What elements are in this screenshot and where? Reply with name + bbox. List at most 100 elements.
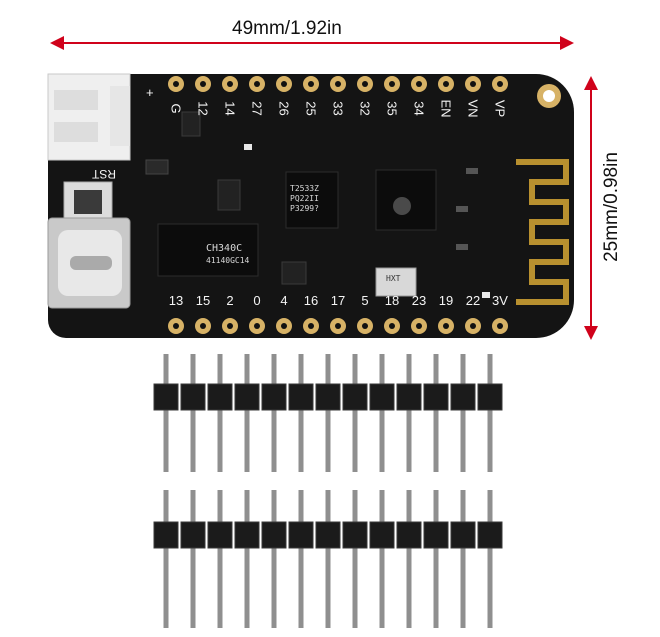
header-block bbox=[315, 521, 341, 549]
top-pin-pad bbox=[384, 76, 400, 92]
top-pin-label: G bbox=[168, 103, 184, 114]
header-pin bbox=[325, 354, 331, 472]
header-block bbox=[423, 521, 449, 549]
header-pin bbox=[271, 354, 277, 472]
pad-hole bbox=[389, 81, 395, 87]
pad-hole bbox=[416, 323, 422, 329]
header-pin bbox=[325, 490, 331, 628]
pad-hole bbox=[281, 81, 287, 87]
bottom-pin-pad bbox=[168, 318, 184, 334]
header-block bbox=[396, 383, 422, 411]
bottom-pin-label: 5 bbox=[361, 293, 369, 308]
regulator-line-1: T2533Z bbox=[290, 184, 319, 193]
height-dimension-arrow bbox=[584, 76, 598, 340]
bottom-pin-label: 0 bbox=[253, 293, 261, 308]
pad-hole bbox=[200, 81, 206, 87]
header-pin bbox=[163, 490, 169, 628]
pad-hole bbox=[470, 323, 476, 329]
ch340-chip-label: CH340C bbox=[206, 243, 243, 254]
top-pin-pad bbox=[168, 76, 184, 92]
bottom-pin-pad bbox=[330, 318, 346, 334]
header-block bbox=[369, 383, 395, 411]
pad-hole bbox=[254, 81, 260, 87]
header-pin bbox=[433, 490, 439, 628]
top-pin-pad bbox=[438, 76, 454, 92]
pad-hole bbox=[254, 323, 260, 329]
header-block bbox=[288, 383, 314, 411]
rst-label: RST bbox=[92, 167, 116, 181]
top-pin-pad bbox=[303, 76, 319, 92]
header-block bbox=[261, 383, 287, 411]
bottom-pin-label: 3V bbox=[492, 293, 508, 308]
bottom-pin-label: 16 bbox=[303, 293, 319, 308]
pad-hole bbox=[443, 81, 449, 87]
bottom-pin-pad bbox=[357, 318, 373, 334]
header-pin bbox=[271, 490, 277, 628]
bottom-pin-pad bbox=[492, 318, 508, 334]
header-block bbox=[261, 521, 287, 549]
pad-hole bbox=[335, 81, 341, 87]
crystal-label: HXT bbox=[386, 274, 401, 283]
width-dimension-arrow bbox=[50, 36, 574, 50]
height-dimension-label: 25mm/0.98in bbox=[601, 152, 622, 262]
header-pin bbox=[352, 354, 358, 472]
header-block bbox=[342, 521, 368, 549]
pad-hole bbox=[173, 81, 179, 87]
top-pin-pad bbox=[411, 76, 427, 92]
header-block bbox=[153, 383, 179, 411]
header-block bbox=[450, 521, 476, 549]
bottom-pin-pad bbox=[411, 318, 427, 334]
header-pin bbox=[460, 490, 466, 628]
regulator-line-3: P3299? bbox=[290, 204, 319, 213]
bottom-pin-label: 23 bbox=[411, 293, 427, 308]
top-pin-pad bbox=[222, 76, 238, 92]
header-block bbox=[234, 383, 260, 411]
header-pin bbox=[298, 490, 304, 628]
pin-header-strip-bottom bbox=[150, 490, 510, 630]
bottom-pin-label: 4 bbox=[280, 293, 288, 308]
header-pin bbox=[433, 354, 439, 472]
top-pin-pad bbox=[492, 76, 508, 92]
pad-hole bbox=[227, 323, 233, 329]
top-pin-label: 26 bbox=[276, 101, 292, 116]
top-pin-label: 33 bbox=[330, 101, 346, 116]
top-pin-label: VP bbox=[492, 99, 508, 118]
top-pin-pad bbox=[276, 76, 292, 92]
bottom-pin-pad bbox=[276, 318, 292, 334]
pcb-artwork bbox=[47, 73, 574, 338]
bottom-pin-label: 2 bbox=[226, 293, 234, 308]
width-dimension-label: 49mm/1.92in bbox=[232, 18, 342, 39]
ch340-chip-code: 41140GC14 bbox=[206, 256, 250, 265]
header-pin bbox=[298, 354, 304, 472]
header-pin bbox=[190, 490, 196, 628]
top-pin-label: VN bbox=[465, 99, 481, 118]
pad-hole bbox=[362, 323, 368, 329]
header-block bbox=[342, 383, 368, 411]
header-pin bbox=[352, 490, 358, 628]
top-pin-pad bbox=[195, 76, 211, 92]
header-block bbox=[477, 521, 503, 549]
bottom-pin-pad bbox=[249, 318, 265, 334]
bottom-pin-pad bbox=[195, 318, 211, 334]
header-block bbox=[234, 521, 260, 549]
header-pin bbox=[217, 354, 223, 472]
header-pin bbox=[406, 490, 412, 628]
header-block bbox=[288, 521, 314, 549]
header-pin bbox=[190, 354, 196, 472]
header-block bbox=[180, 521, 206, 549]
pad-hole bbox=[470, 81, 476, 87]
top-pin-label: 35 bbox=[384, 101, 400, 116]
top-pin-label: 14 bbox=[222, 101, 238, 116]
pad-hole bbox=[200, 323, 206, 329]
bottom-pin-label: 19 bbox=[438, 293, 454, 308]
header-block bbox=[477, 383, 503, 411]
header-pin bbox=[163, 354, 169, 472]
top-pin-label: 27 bbox=[249, 101, 265, 116]
pad-hole bbox=[497, 81, 503, 87]
top-pin-pad bbox=[330, 76, 346, 92]
top-pin-label: 32 bbox=[357, 101, 373, 116]
bottom-pin-pad bbox=[465, 318, 481, 334]
pad-hole bbox=[443, 323, 449, 329]
top-pin-pad bbox=[465, 76, 481, 92]
bottom-pin-pad bbox=[384, 318, 400, 334]
